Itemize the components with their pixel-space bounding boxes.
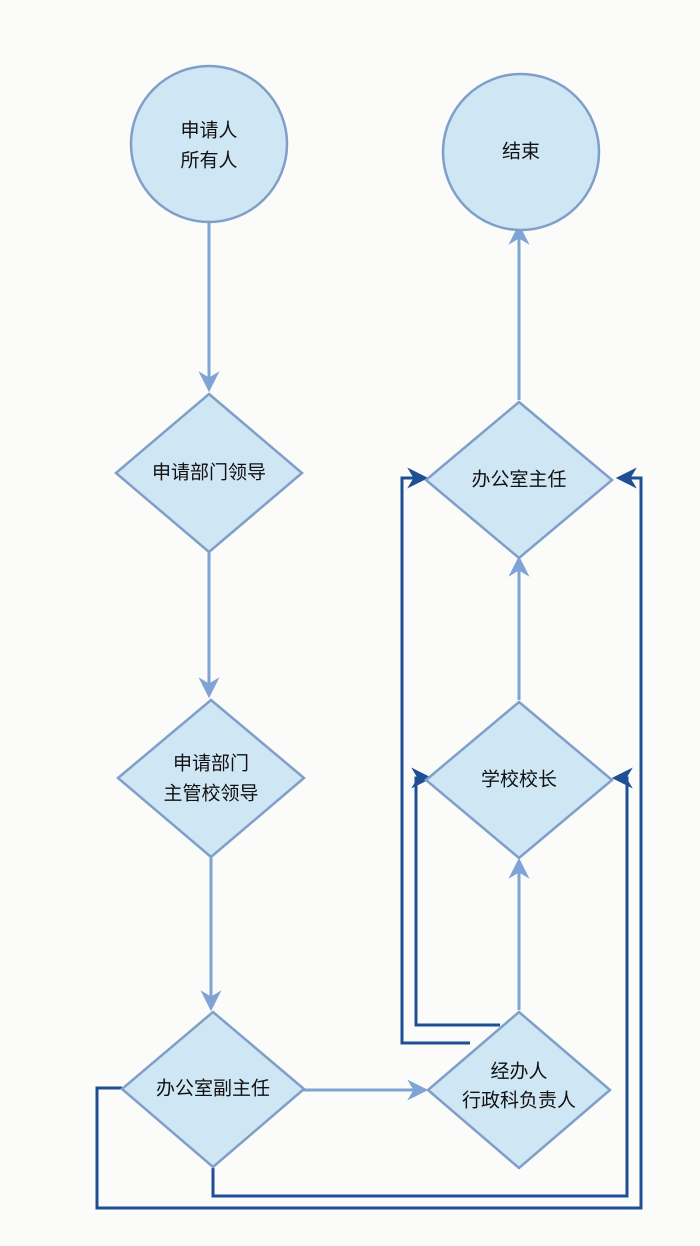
node-office-deputy-label: 办公室副主任: [156, 1078, 270, 1100]
arrow-office-deputy-to-principal: [211, 767, 633, 1198]
node-office-deputy: 办公室副主任: [120, 1010, 306, 1169]
arrow-handler-to-principal-left: [411, 767, 500, 1027]
node-office-director-label: 办公室主任: [471, 469, 566, 491]
node-dept-supervisor: 申请部门 主管校领导: [116, 698, 306, 859]
node-handler: 经办人 行政科负责人: [426, 1010, 612, 1170]
node-handler-line2: 行政科负责人: [462, 1090, 576, 1112]
node-end: 结束: [441, 72, 601, 232]
node-dept-leader: 申请部门领导: [114, 392, 304, 554]
node-dept-supervisor-line2: 主管校领导: [163, 783, 258, 805]
node-handler-line1: 经办人: [490, 1061, 547, 1083]
node-dept-supervisor-line1: 申请部门: [173, 753, 249, 775]
node-dept-leader-label: 申请部门领导: [152, 462, 266, 484]
arrow-office-deputy-to-office-director: [95, 467, 643, 1210]
node-applicant-line1: 申请人: [180, 120, 237, 142]
node-office-director: 办公室主任: [424, 400, 614, 560]
node-applicant: 申请人 所有人: [129, 64, 289, 224]
node-end-label: 结束: [502, 141, 540, 163]
node-principal-label: 学校校长: [481, 769, 557, 791]
node-applicant-line2: 所有人: [180, 150, 237, 172]
arrow-handler-to-office-director: [400, 467, 470, 1045]
node-principal: 学校校长: [424, 700, 614, 860]
